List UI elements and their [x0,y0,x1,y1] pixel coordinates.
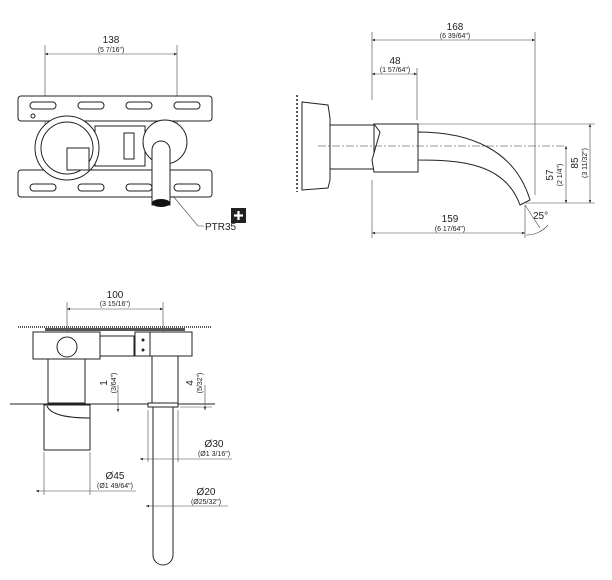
dim-45-mm: Ø45 [106,471,125,482]
dim-138-in: (5 7/16") [98,47,125,54]
dim-48-mm: 48 [389,56,401,67]
spout-outlet [152,199,170,207]
dim-159-mm: 159 [442,214,459,225]
dim-1-mm: 1 [99,380,110,386]
dim-85-in: (3 11/32") [582,148,589,178]
spout-pipe-top [152,406,174,566]
dim-85-mm: 85 [570,157,581,169]
front-view: 138 (5 7/16") PTR35 [17,35,246,233]
handle [43,404,91,451]
dim-30-mm: Ø30 [205,439,224,450]
valve-body [94,125,146,167]
dim-48-in: (1 57/64") [380,67,411,74]
dim-159-in: (6 17/64") [435,226,466,233]
dim-30-in: (Ø1 3/16") [198,451,230,458]
part-code-label: PTR35 [205,222,237,233]
dim-168-in: (6 39/64") [440,33,471,40]
cartridge-square [66,147,90,171]
spout-curve [417,131,531,206]
top-view: 100 (3 15/16") 1 (3/64") 4 (5/32") Ø30 (… [10,290,232,566]
dim-20-in: (Ø25/32") [191,499,221,506]
plus-icon[interactable] [231,208,246,223]
dim-138-mm: 138 [103,35,120,46]
escutcheon-side [301,101,331,191]
side-view: 168 (6 39/64") 48 (1 57/64") 57 (2 1/4")… [296,22,595,238]
dim-4-in: (5/32") [197,373,204,394]
spout-pipe [151,140,171,206]
dim-100-mm: 100 [107,290,124,301]
mounting-plate-top [17,95,213,122]
dim-57-mm: 57 [545,169,556,181]
dim-angle: 25° [533,211,548,222]
dim-100-in: (3 15/16") [100,301,131,308]
spout-block [371,123,419,173]
dim-20-mm: Ø20 [197,487,216,498]
dim-168-mm: 168 [447,22,464,33]
flange [147,402,179,408]
dim-45-in: (Ø1 49/64") [97,483,133,490]
dim-57-in: (2 1/4") [557,164,564,187]
dim-1-in: (3/64") [111,373,118,394]
dim-4-mm: 4 [185,380,196,386]
